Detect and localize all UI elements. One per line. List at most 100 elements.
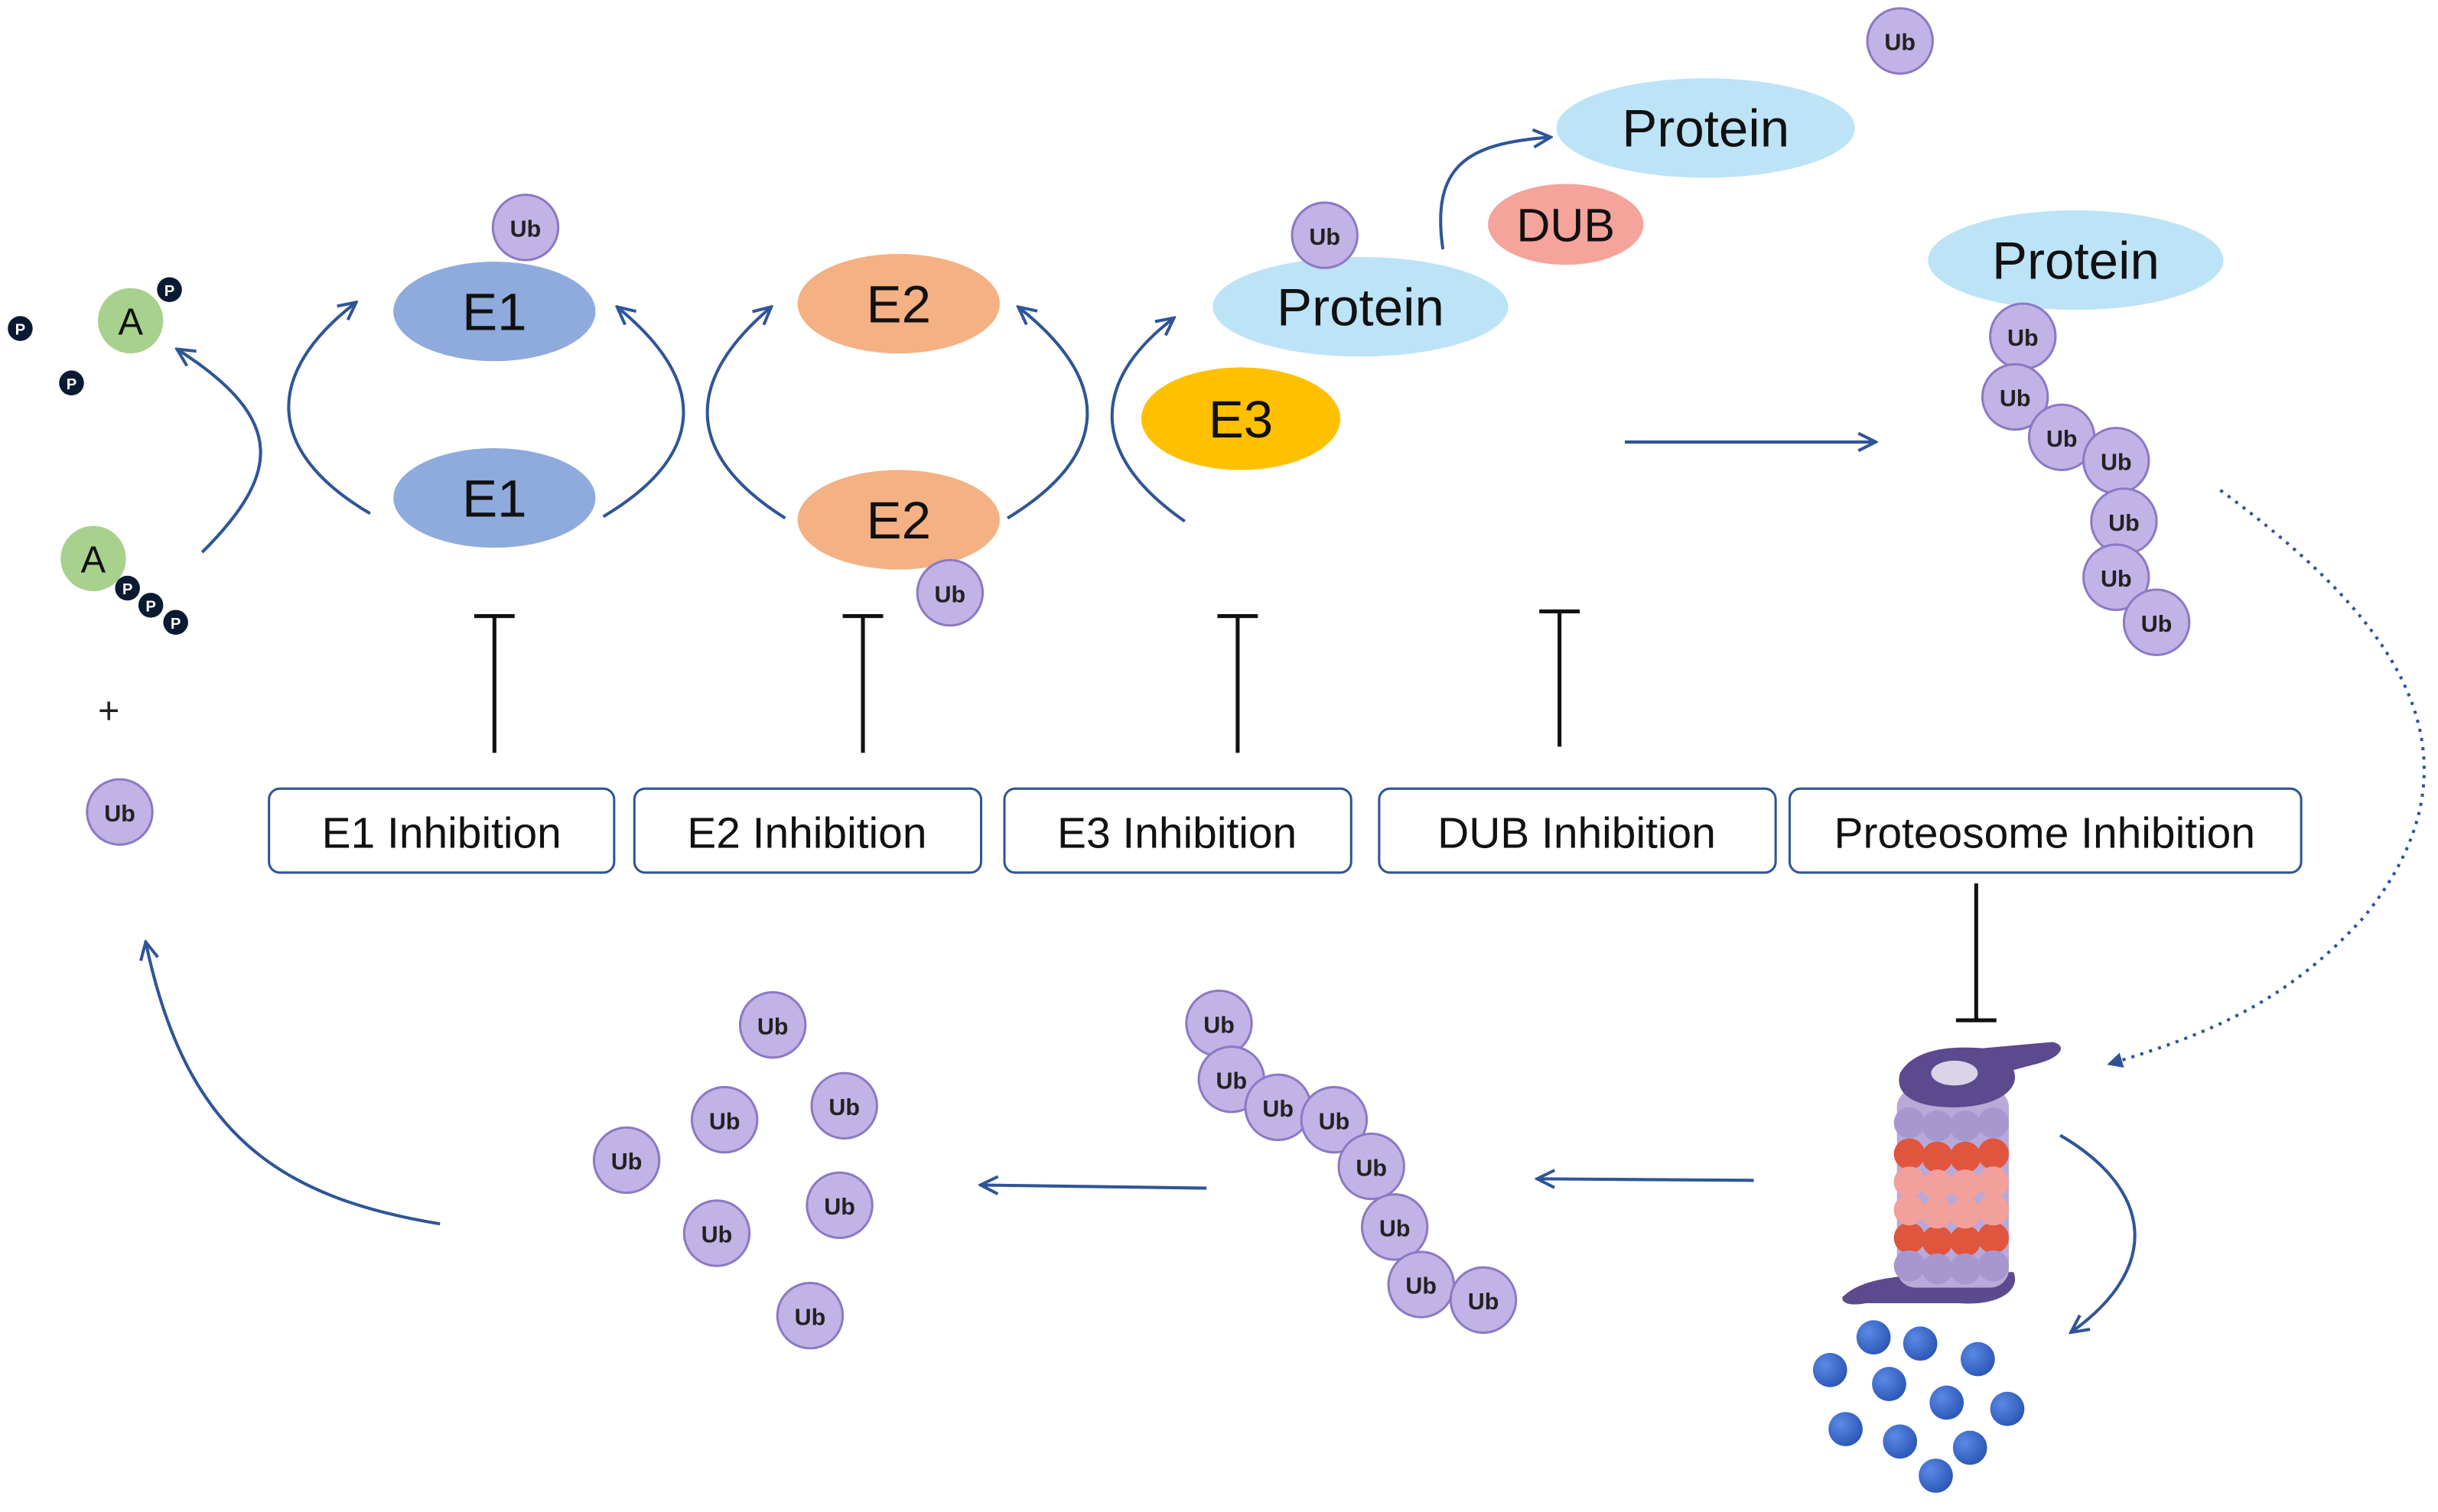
e3-arrow [1110,319,1186,523]
free-ubiquitin: Ub [776,1282,845,1350]
peptide-dot [1919,1458,1953,1493]
chain-ubiquitin: Ub [1360,1193,1429,1261]
phosphate-icon: P [138,593,164,618]
svg-text:Ub: Ub [824,1194,855,1220]
chain-ubiquitin: Ub [2090,487,2158,555]
svg-text:Ub: Ub [104,801,135,827]
svg-text:E2: E2 [867,490,932,550]
proteasome-inhibition-label: Proteosome Inhibition [1834,808,2255,857]
svg-text:Ub: Ub [935,581,966,607]
e1-inhibitor-bar [474,614,515,753]
dub-inhibitor-bar [1539,609,1580,747]
peptide-dot [1883,1424,1918,1459]
polyubiquitin-chain: Ub Ub Ub Ub Ub Ub Ub [1981,302,2191,656]
phosphate-icon: P [163,610,188,635]
atp-a-label: A [81,540,106,581]
peptide-dot [1812,1352,1847,1387]
svg-text:Ub: Ub [2007,325,2039,351]
e2-top: E2 [797,253,1000,354]
peptide-dot [1929,1385,1964,1420]
amp-adenosine-circle [98,288,164,354]
e1-left-arrow [287,304,371,515]
chain-ubiquitin: Ub [2027,403,2096,472]
free-ubiquitin: Ub [682,1199,751,1267]
svg-text:P: P [164,283,175,300]
free-ubiquitin: Ub [810,1071,878,1140]
e1-inhibition-label: E1 Inhibition [322,808,561,857]
chain-ubiquitin: Ub [1387,1250,1455,1319]
chain-ubiquitin: Ub [2082,427,2150,495]
phosphate-icon: P [59,370,84,395]
dub-arrow [1439,138,1548,250]
free-ubiquitin: Ub [738,990,807,1059]
e1-bottom: E1 [393,448,596,548]
svg-text:Ub: Ub [611,1149,643,1175]
svg-text:Ub: Ub [2141,611,2173,637]
svg-text:Ub: Ub [757,1013,789,1039]
svg-text:Ub: Ub [1216,1068,1247,1094]
e2-bottom: E2 [797,470,1000,570]
inhibitor-bars [474,609,1997,1023]
peptide-dot [1872,1367,1906,1401]
svg-text:Protein: Protein [1992,231,2160,291]
e1-bound-ubiquitin: Ub [491,193,560,262]
chain-disassembly-arrow [983,1185,1207,1188]
e3-inhibition-box: E3 Inhibition [1003,787,1352,874]
svg-text:P: P [122,581,133,598]
svg-text:Ub: Ub [1884,30,1916,56]
free-ubiquitin-pool: Ub Ub Ub Ub Ub Ub Ub [592,990,878,1350]
e2-bound-ubiquitin: Ub [916,558,985,627]
amp-group: A [98,288,164,354]
svg-text:P: P [171,616,181,632]
to-proteasome-dotted-arrow [2107,489,2426,1068]
e3: E3 [1141,367,1341,470]
svg-text:Ub: Ub [1405,1273,1437,1299]
free-phosphates: P P P [8,277,182,395]
svg-text:P: P [67,376,77,393]
released-polyubiquitin-chain: Ub Ub Ub Ub Ub Ub Ub Ub [1185,989,1518,1335]
substrate-protein: Protein [1212,257,1509,357]
svg-text:DUB: DUB [1516,200,1615,252]
chain-ubiquitin: Ub [1185,989,1253,1058]
svg-text:E2: E2 [867,274,932,333]
svg-text:Protein: Protein [1622,99,1789,158]
ubiquitin-recycling-arrow [146,944,441,1226]
e2-inhibition-box: E2 Inhibition [633,787,983,874]
svg-text:E1: E1 [462,468,527,528]
free-ubiquitin: Ub [592,1126,661,1195]
plus-sign: + [98,691,119,732]
phosphate-icon: P [8,316,33,341]
svg-text:Ub: Ub [510,216,542,242]
chain-ubiquitin: Ub [1981,363,2049,431]
peptide-dot [1990,1391,2025,1426]
svg-text:Ub: Ub [2046,426,2078,452]
free-ubiquitin: Ub [86,778,154,846]
polyubiquitinated-protein: Protein [1928,210,2224,311]
dub-inhibition-box: DUB Inhibition [1378,787,1777,874]
svg-text:Ub: Ub [2108,510,2140,536]
svg-text:Ub: Ub [828,1094,860,1120]
e2-inhibition-label: E2 Inhibition [687,808,926,857]
svg-text:Ub: Ub [709,1108,741,1134]
svg-text:Ub: Ub [701,1222,733,1248]
chain-ubiquitin: Ub [2082,543,2150,611]
svg-text:Ub: Ub [2101,450,2132,476]
svg-text:Ub: Ub [1356,1155,1387,1181]
peptide-dot [1828,1412,1863,1446]
dub-inhibition-label: DUB Inhibition [1437,808,1716,857]
peptide-dot [1961,1341,1995,1377]
amp-a-label: A [118,302,143,343]
peptide-fragments [1812,1320,2025,1493]
peptide-dot [1856,1320,1891,1355]
phosphate-icon: P [157,277,182,303]
proteasome-inhibition-box: Proteosome Inhibition [1788,787,2303,874]
dub-enzyme: DUB [1488,184,1644,265]
proteasome-inhibitor-bar [1955,883,1997,1023]
degradation-arrow [2059,1133,2137,1331]
peptide-dot [1903,1326,1938,1361]
svg-text:P: P [15,322,26,339]
svg-text:P: P [145,598,156,615]
e1-top: E1 [393,262,596,362]
peptide-dot [1952,1430,1987,1465]
